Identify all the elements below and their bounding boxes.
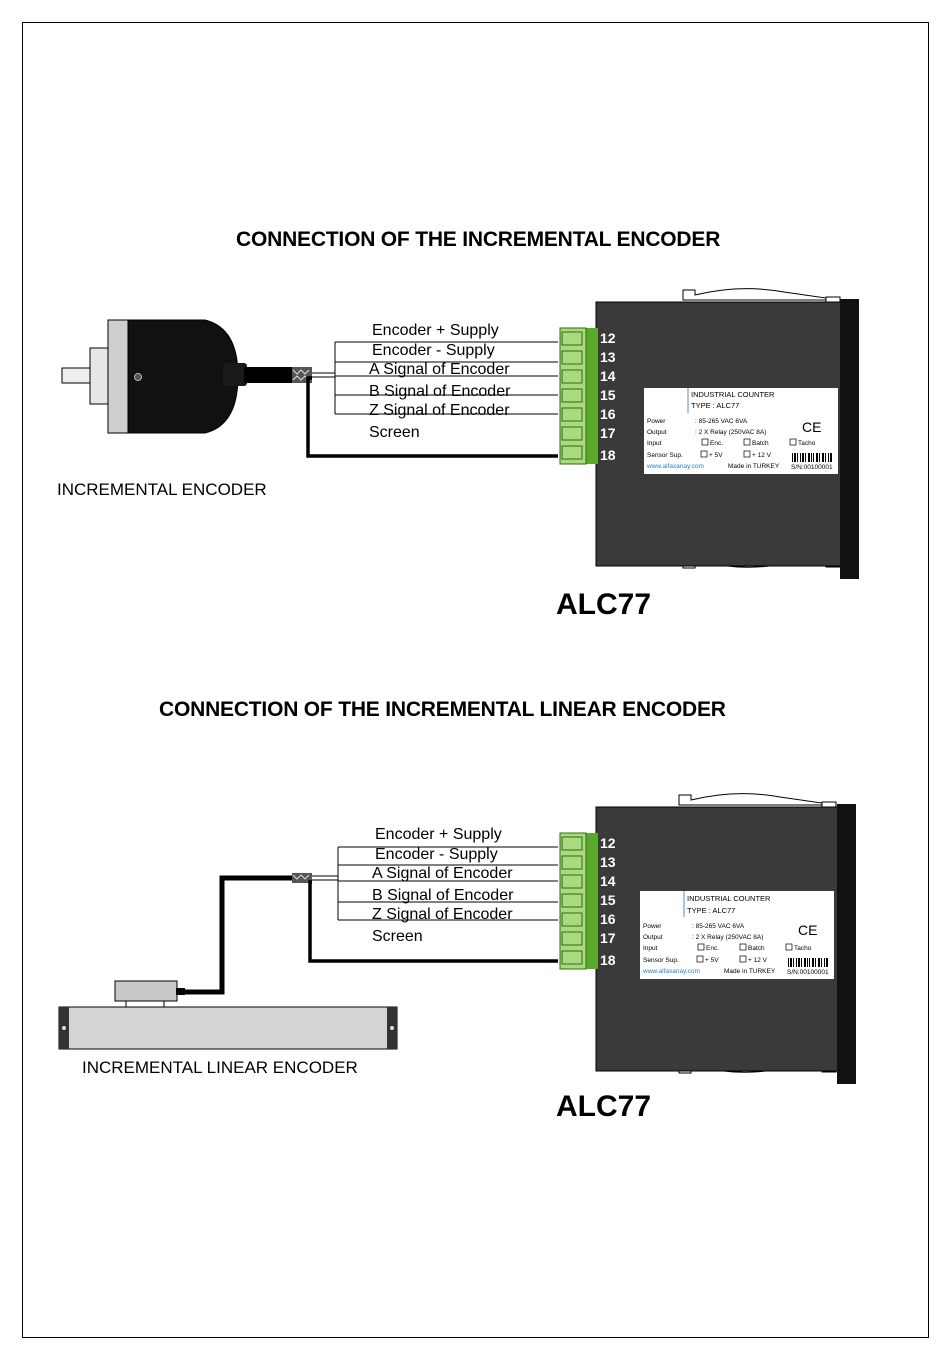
terminal-14: 14 xyxy=(600,368,616,384)
label-input-enc-2: Enc. xyxy=(706,945,719,952)
label-serial-2: S/N:00100001 xyxy=(787,969,829,976)
wire-label-screen-2: Screen xyxy=(372,928,423,945)
label-type: TYPE : ALC77 xyxy=(691,401,739,410)
label-sensor-12v: + 12 V xyxy=(752,452,772,459)
label-input-batch: Batch xyxy=(752,440,769,447)
wire-label-z-signal: Z Signal of Encoder xyxy=(369,402,510,419)
terminal-12-b: 12 xyxy=(600,835,616,851)
label-input-enc: Enc. xyxy=(710,440,723,447)
wire-label-z-signal-2: Z Signal of Encoder xyxy=(372,906,513,923)
barcode-graphic-2 xyxy=(788,958,828,967)
label-title: INDUSTRIAL COUNTER xyxy=(691,390,775,399)
terminal-14-b: 14 xyxy=(600,873,616,889)
wire-label-encoder-plus: Encoder + Supply xyxy=(372,322,499,339)
wire-label-encoder-minus: Encoder - Supply xyxy=(372,342,495,359)
label-power-key: Power xyxy=(647,418,666,425)
terminal-17: 17 xyxy=(600,425,616,441)
label-output-key: Output xyxy=(647,429,667,436)
label-type-2: TYPE : ALC77 xyxy=(687,906,735,915)
terminal-17-b: 17 xyxy=(600,930,616,946)
terminal-15-b: 15 xyxy=(600,892,616,908)
ce-mark-2: CE xyxy=(798,922,817,938)
label-sensor-12v-2: + 12 V xyxy=(748,957,768,964)
section1-model-label: ALC77 xyxy=(556,588,652,621)
section1-diagram: Encoder + Supply Encoder - Supply A Sign… xyxy=(61,288,859,579)
ce-mark: CE xyxy=(802,419,821,435)
alc77-device-2: 12 13 14 15 16 17 18 INDUSTRIAL COUNTER … xyxy=(559,793,856,1084)
label-sensor-5v: + 5V xyxy=(709,452,723,459)
section2-title: CONNECTION OF THE INCREMENTAL LINEAR ENC… xyxy=(159,698,726,721)
label-input-tacho: Tacho xyxy=(798,440,816,447)
label-output-value-2: : 2 X Relay (250VAC 8A) xyxy=(692,934,763,941)
label-input-tacho-2: Tacho xyxy=(794,945,812,952)
wire-label-encoder-plus-2: Encoder + Supply xyxy=(375,826,502,843)
page-border xyxy=(22,22,929,1338)
wire-label-a-signal: A Signal of Encoder xyxy=(369,361,510,378)
section2-encoder-caption: INCREMENTAL LINEAR ENCODER xyxy=(82,1058,358,1077)
rotary-encoder-graphic xyxy=(61,319,312,434)
device-label-plate-2: INDUSTRIAL COUNTER TYPE : ALC77 Power : … xyxy=(640,891,834,979)
terminal-13: 13 xyxy=(600,349,616,365)
wiring-linear xyxy=(185,846,558,995)
label-power-value-2: : 85-265 VAC 6VA xyxy=(692,923,745,930)
label-serial: S/N:00100001 xyxy=(791,464,833,471)
wiring xyxy=(306,341,558,458)
device-label-plate: INDUSTRIAL COUNTER TYPE : ALC77 Power : … xyxy=(644,388,838,474)
label-sensor-key: Sensor Sup. xyxy=(647,452,683,459)
terminal-15: 15 xyxy=(600,387,616,403)
label-output-value: : 2 X Relay (250VAC 8A) xyxy=(695,429,766,436)
wire-label-b-signal: B Signal of Encoder xyxy=(369,383,511,400)
label-sensor-5v-2: + 5V xyxy=(705,957,719,964)
label-power-value: : 85-265 VAC 6VA xyxy=(695,418,748,425)
section1-title: CONNECTION OF THE INCREMENTAL ENCODER xyxy=(236,228,721,251)
barcode-graphic xyxy=(792,453,832,462)
alc77-device: 12 13 14 15 16 17 18 INDUSTRIAL COUNTER … xyxy=(559,288,859,579)
label-title-2: INDUSTRIAL COUNTER xyxy=(687,894,771,903)
section2-diagram: Encoder + Supply Encoder - Supply A Sign… xyxy=(58,793,856,1084)
terminal-16-b: 16 xyxy=(600,911,616,927)
terminal-18: 18 xyxy=(600,447,616,463)
label-input-key-2: Input xyxy=(643,945,658,952)
section1-encoder-caption: INCREMENTAL ENCODER xyxy=(57,480,267,499)
label-input-key: Input xyxy=(647,440,662,447)
label-made-in: Made in TURKEY xyxy=(728,463,780,470)
terminal-13-b: 13 xyxy=(600,854,616,870)
label-made-in-2: Made in TURKEY xyxy=(724,968,776,975)
terminal-12: 12 xyxy=(600,330,616,346)
label-input-batch-2: Batch xyxy=(748,945,765,952)
section2-model-label: ALC77 xyxy=(556,1090,652,1123)
wire-label-encoder-minus-2: Encoder - Supply xyxy=(375,846,498,863)
label-output-key-2: Output xyxy=(643,934,663,941)
label-website: www.alfaxanay.com xyxy=(646,463,704,470)
terminal-16: 16 xyxy=(600,406,616,422)
wire-label-a-signal-2: A Signal of Encoder xyxy=(372,865,513,882)
label-sensor-key-2: Sensor Sup. xyxy=(643,957,679,964)
wire-label-b-signal-2: B Signal of Encoder xyxy=(372,887,514,904)
wire-label-screen: Screen xyxy=(369,424,420,441)
terminal-18-b: 18 xyxy=(600,952,616,968)
linear-encoder-graphic xyxy=(58,980,398,1050)
label-website-2: www.alfaxanay.com xyxy=(642,968,700,975)
label-power-key-2: Power xyxy=(643,923,662,930)
